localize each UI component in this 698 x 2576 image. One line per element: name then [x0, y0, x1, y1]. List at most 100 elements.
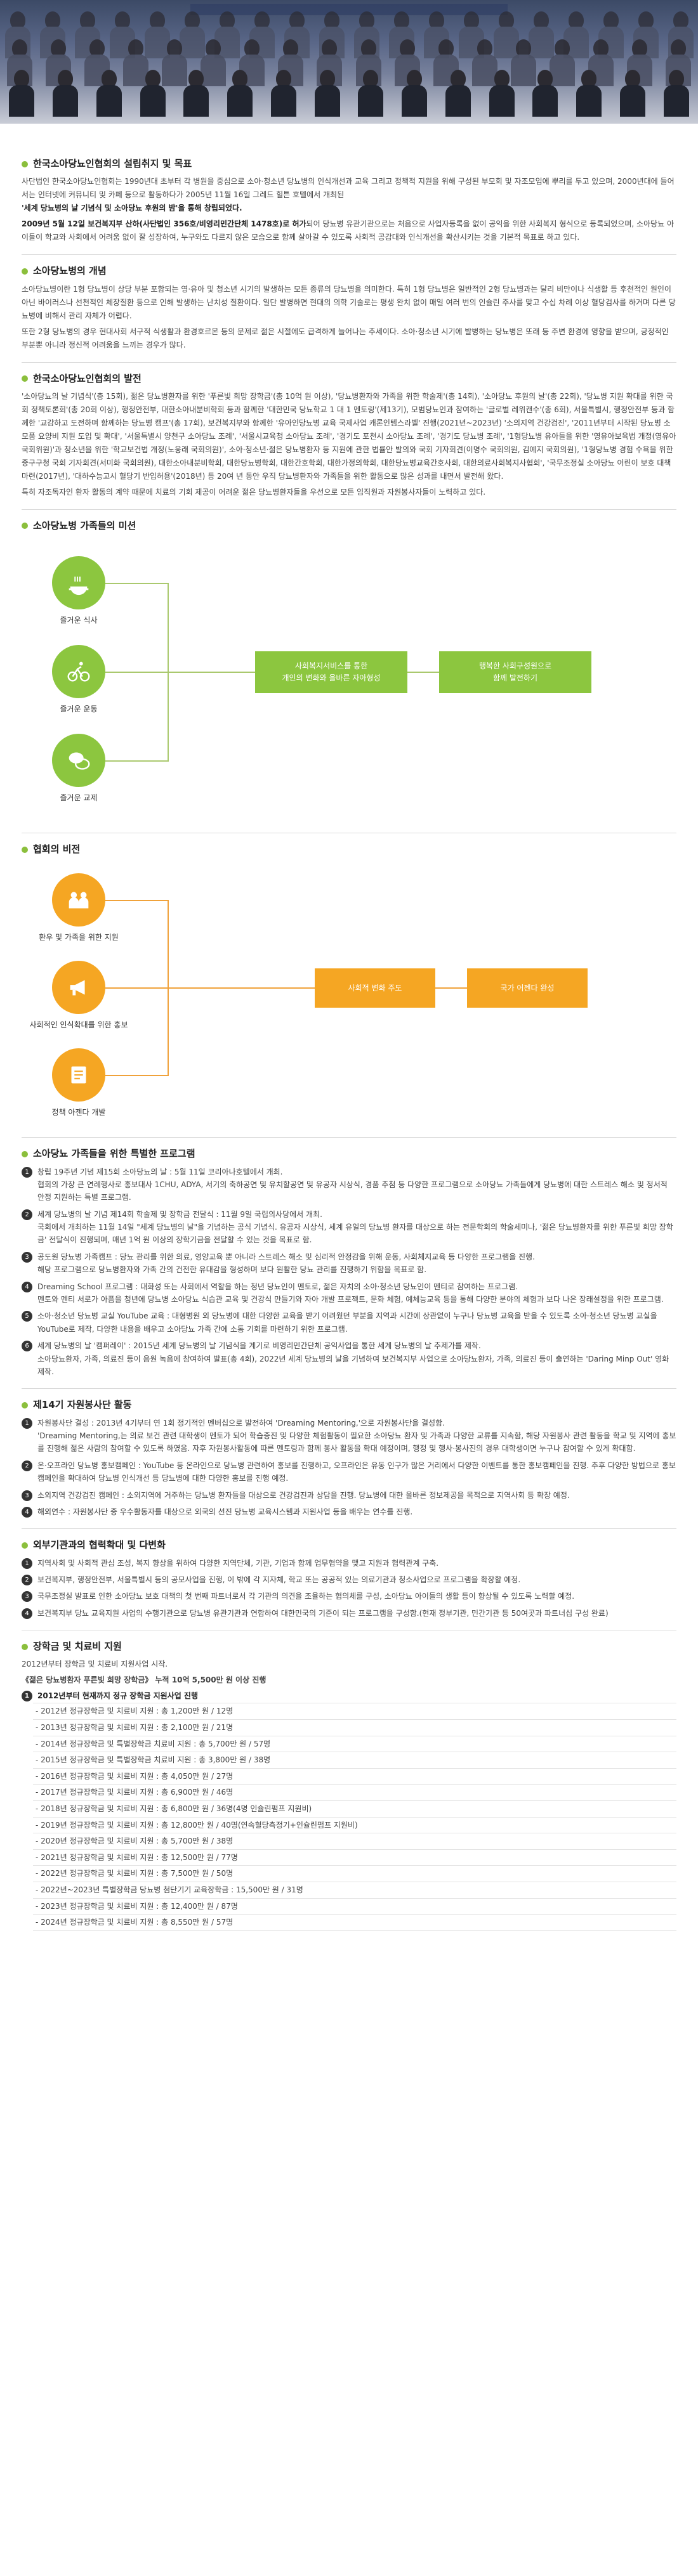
- table-row: - 2017년 정규장학금 및 치료비 지원 : 총 6,900만 원 / 46…: [33, 1785, 676, 1801]
- paragraph: 또한 2형 당뇨병의 경우 현대사회 서구적 식생활과 환경호르몬 등의 문제로…: [22, 327, 669, 349]
- divider: [22, 1137, 676, 1138]
- paragraph-text: 되어 당뇨병 유관기관으로는 처음으로 사업자등록을 없이 공익을 위한 사회복…: [22, 219, 675, 242]
- bullet-icon: [22, 1402, 28, 1408]
- section-title-text: 장학금 및 치료비 지원: [33, 1641, 122, 1653]
- connector: [168, 583, 169, 762]
- connector: [407, 672, 439, 673]
- table-row: - 2023년 정규장학금 및 치료비 지원 : 총 12,400만 원 / 8…: [33, 1899, 676, 1915]
- section-title: 제14기 자원봉사단 활동: [22, 1398, 676, 1412]
- section-title-text: 소아당뇨 가족들을 위한 특별한 프로그램: [33, 1148, 195, 1160]
- section-title-text: 한국소아당뇨인협회의 발전: [33, 372, 142, 384]
- list-item-text: Dreaming School 프로그램 : 대화성 또는 사회에서 역할을 하…: [37, 1282, 664, 1304]
- hero-row-middle: [0, 39, 698, 86]
- chat-icon: [52, 734, 105, 787]
- mission-item-label: 즐거운 운동: [60, 705, 98, 713]
- section-vision: 협회의 비전 환우 및 가족을 위한 지원 사회적인 인식확대를 위한 홍보 정…: [22, 842, 676, 1127]
- mission-box-secondary: 행복한 사회구성원으로 함께 발전하기: [439, 651, 591, 693]
- hero-row-back: [0, 11, 698, 58]
- connector: [435, 987, 467, 989]
- mission-box-primary: 사회복지서비스를 통한 개인의 변화와 올바른 자아형성: [255, 651, 407, 693]
- vision-box-primary: 사회적 변화 주도: [315, 968, 435, 1008]
- list-item-text: 공도원 당뇨병 가족캠프 : 당뇨 관리를 위한 의료, 영양교육 뿐 아니라 …: [37, 1252, 535, 1275]
- paragraph: 사단법인 한국소아당뇨인협회는 1990년대 초부터 각 병원을 중심으로 소아…: [22, 175, 676, 215]
- scholarship-subhead-text: 2012년부터 현재까지 정규 장학금 지원사업 진행: [37, 1691, 199, 1700]
- meal-icon: [52, 556, 105, 609]
- section-title: 소아당뇨병의 개념: [22, 264, 676, 278]
- hero-banner: [190, 4, 508, 15]
- bullet-icon: [22, 1542, 28, 1549]
- list-item-text: 해외연수 : 자원봉사단 중 우수활동자를 대상으로 외국의 선진 당뇨병 교육…: [37, 1507, 413, 1516]
- paragraph-bold: 《젊은 당뇨병환자 푸른빛 희망 장학금》 누적 10억 5,500만 원 이상…: [22, 1675, 267, 1685]
- list-item-text: 국무조정실 발표로 인한 소아당뇨 보호 대책의 첫 번째 파트너로서 각 기관…: [37, 1592, 575, 1601]
- bullet-icon: [22, 160, 28, 167]
- section-title-text: 협회의 비전: [33, 843, 81, 855]
- table-row: - 2021년 정규장학금 및 치료비 지원 : 총 12,500만 원 / 7…: [33, 1850, 676, 1866]
- connector: [168, 900, 169, 1077]
- bullet-icon: [22, 523, 28, 530]
- connector: [105, 1075, 169, 1077]
- section-title: 소아당뇨병 가족들의 미션: [22, 519, 676, 533]
- table-row: - 2015년 정규장학금 및 특별장학금 치료비 지원 : 총 3,800만 …: [33, 1752, 676, 1769]
- section-founding: 한국소아당뇨인협회의 설립취지 및 목표 사단법인 한국소아당뇨인협회는 199…: [22, 157, 676, 244]
- bullet-icon: [22, 268, 28, 275]
- section-title-text: 제14기 자원봉사단 활동: [33, 1399, 132, 1411]
- mission-diagram: 즐거운 식사 즐거운 운동 즐거운 교제 사회복지서비스를 통한 개인의 변화와…: [22, 537, 676, 823]
- table-row: - 2022년~2023년 특별장학금 당뇨병 첨단기기 교육장학금 : 15,…: [33, 1882, 676, 1899]
- connector: [105, 900, 169, 902]
- section-scholarship: 장학금 및 치료비 지원 2012년부터 장학금 및 치료비 지원사업 시작. …: [22, 1639, 676, 1931]
- divider: [22, 254, 676, 256]
- mission-item-label: 즐거운 식사: [60, 616, 98, 625]
- content: 한국소아당뇨인협회의 설립취지 및 목표 사단법인 한국소아당뇨인협회는 199…: [0, 157, 698, 1931]
- list-item-text: 세계 당뇨병의 날 기념 제14회 학술제 및 장학금 전달식 : 11월 9일…: [37, 1209, 673, 1245]
- table-row: - 2024년 정규장학금 및 치료비 지원 : 총 8,550만 원 / 57…: [33, 1915, 676, 1931]
- agenda-icon: [52, 1048, 105, 1102]
- paragraph-text-bold: '세계 당뇨병의 날 기념식 및 소아당뇨 후원의 밤'을 통해 창립되었다.: [22, 204, 242, 213]
- bullet-icon: [22, 1150, 28, 1157]
- vision-diagram: 환우 및 가족을 위한 지원 사회적인 인식확대를 위한 홍보 정책 아젠다 개…: [22, 861, 676, 1127]
- section-title: 협회의 비전: [22, 842, 676, 857]
- cycling-icon: [52, 645, 105, 698]
- connector: [105, 987, 315, 989]
- table-row: - 2013년 정규장학금 및 치료비 지원 : 총 2,100만 원 / 21…: [33, 1720, 676, 1736]
- section-title: 한국소아당뇨인협회의 발전: [22, 372, 676, 386]
- bullet-icon: [22, 1643, 28, 1650]
- vision-item-label: 사회적인 인식확대를 위한 홍보: [29, 1020, 128, 1030]
- section-title-text: 소아당뇨병의 개념: [33, 265, 107, 277]
- table-row: - 2022년 정규장학금 및 치료비 지원 : 총 7,500만 원 / 50…: [33, 1866, 676, 1882]
- vision-item-label: 환우 및 가족을 위한 지원: [39, 933, 119, 942]
- list-item-text: 소아·청소년 당뇨병 교실 YouTube 교육 : 대형병원 외 당뇨병에 대…: [37, 1311, 657, 1334]
- list-item-text: 보건복지부, 행정안전부, 서울특별시 등의 공모사업을 진행, 이 밖에 각 …: [37, 1575, 521, 1584]
- paragraph: 특히 자조독자인 환자 활동의 계약 때문에 치료의 기회 제공이 어려운 젊은…: [22, 487, 486, 497]
- divider: [22, 361, 676, 363]
- paragraph: 2012년부터 장학금 및 치료비 지원사업 시작.: [22, 1660, 168, 1669]
- list-item-text: 보건복지부 당뇨 교육지원 사업의 수행기관으로 당뇨병 유관기관과 연합하여 …: [37, 1608, 609, 1618]
- vision-item-label: 정책 아젠다 개발: [51, 1108, 106, 1117]
- paragraph: 소아당뇨병이란 1형 당뇨병이 상당 부분 포함되는 영·유아 및 청소년 시기…: [22, 284, 676, 320]
- section-title: 소아당뇨 가족들을 위한 특별한 프로그램: [22, 1147, 676, 1161]
- table-row: - 2020년 정규장학금 및 치료비 지원 : 총 5,700만 원 / 38…: [33, 1833, 676, 1850]
- bullet-icon: [22, 846, 28, 853]
- divider: [22, 1388, 676, 1389]
- list-item-text: 온·오프라인 당뇨병 홍보캠페인 : YouTube 등 온라인으로 당뇨병 관…: [37, 1460, 676, 1483]
- hero-group-photo: [0, 0, 698, 124]
- paragraph-text: 사단법인 한국소아당뇨인협회는 1990년대 초부터 각 병원을 중심으로 소아…: [22, 177, 675, 200]
- paragraph-text-bold: 2009년 5월 12일 보건복지부 산하(사단법인 356호/비영리민간단체 …: [22, 219, 306, 229]
- list-item-text: 세계 당뇨병의 날 '캠퍼레이' : 2015년 세계 당뇨병의 날 기념식을 …: [37, 1341, 669, 1376]
- connector: [105, 583, 169, 584]
- section-title-text: 소아당뇨병 가족들의 미션: [33, 519, 136, 531]
- vision-box-secondary: 국가 어젠다 완성: [467, 968, 588, 1008]
